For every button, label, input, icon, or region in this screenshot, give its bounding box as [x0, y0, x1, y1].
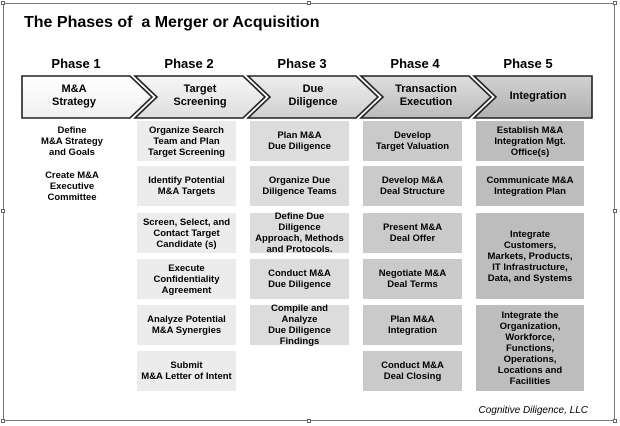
resize-handle-bottom[interactable]: [307, 419, 311, 423]
phase-2-step: Organize Search Team and Plan Target Scr…: [137, 121, 236, 161]
phase-1-chevron: [21, 75, 154, 119]
phase-5-arrow-text: Integration: [509, 89, 567, 102]
phase-4-step: Negotiate M&A Deal Terms: [363, 259, 462, 299]
phase-3-step: Conduct M&A Due Diligence: [250, 259, 349, 299]
phase-5-step: Integrate Customers, Markets, Products, …: [476, 213, 584, 299]
phase-3-step: Define Due Diligence Approach, Methods a…: [250, 211, 349, 255]
resize-handle-left[interactable]: [1, 209, 5, 213]
phase-2-label: Phase 2: [164, 56, 214, 71]
phase-2-arrow-text: Target Screening: [173, 83, 227, 108]
resize-handle-top-right[interactable]: [613, 1, 617, 5]
phase-4-arrow-text: Transaction Execution: [395, 83, 457, 108]
phase-2-step: Analyze Potential M&A Synergies: [137, 305, 236, 345]
footer-credit: Cognitive Diligence, LLC: [478, 405, 588, 416]
phase-2-step: Execute Confidentiality Agreement: [137, 259, 236, 299]
phase-5-step: Integrate the Organization, Workforce, F…: [476, 305, 584, 391]
phase-5-label: Phase 5: [503, 56, 553, 71]
phase-1-step: Create M&A Executive Committee: [24, 166, 120, 206]
phase-4-step: Plan M&A Integration: [363, 305, 462, 345]
phase-5-step: Communicate M&A Integration Plan: [476, 166, 584, 206]
resize-handle-top[interactable]: [307, 1, 311, 5]
phase-4-step: Present M&A Deal Offer: [363, 213, 462, 253]
resize-handle-bottom-right[interactable]: [613, 419, 617, 423]
phase-1-arrow-text: M&A Strategy: [51, 83, 97, 108]
phase-2-chevron: [133, 75, 267, 119]
phase-3-arrow-text: Due Diligence: [288, 83, 338, 108]
phase-4-step: Conduct M&A Deal Closing: [363, 351, 462, 391]
phase-3-step: Compile and Analyze Due Diligence Findin…: [250, 303, 349, 347]
phase-3-chevron: [246, 75, 380, 119]
resize-handle-right[interactable]: [613, 209, 617, 213]
phase-2-step: Submit M&A Letter of Intent: [137, 351, 236, 391]
resize-handle-top-left[interactable]: [1, 1, 5, 5]
phase-1-label: Phase 1: [51, 56, 101, 71]
phase-3-label: Phase 3: [277, 56, 327, 71]
phase-1-step: Define M&A Strategy and Goals: [24, 121, 120, 161]
phase-5-step: Establish M&A Integration Mgt. Office(s): [476, 121, 584, 161]
phase-3-step: Organize Due Diligence Teams: [250, 166, 349, 206]
phase-5-chevron: [472, 75, 593, 119]
phase-2-step: Screen, Select, and Contact Target Candi…: [137, 213, 236, 253]
phase-3-step: Plan M&A Due Diligence: [250, 121, 349, 161]
phase-2-step: Identify Potential M&A Targets: [137, 166, 236, 206]
phase-4-step: Develop Target Valuation: [363, 121, 462, 161]
phase-4-step: Develop M&A Deal Structure: [363, 166, 462, 206]
phase-4-chevron: [359, 75, 493, 119]
diagram-title: The Phases of a Merger or Acquisition: [24, 14, 320, 31]
phase-4-label: Phase 4: [390, 56, 440, 71]
resize-handle-bottom-left[interactable]: [1, 419, 5, 423]
